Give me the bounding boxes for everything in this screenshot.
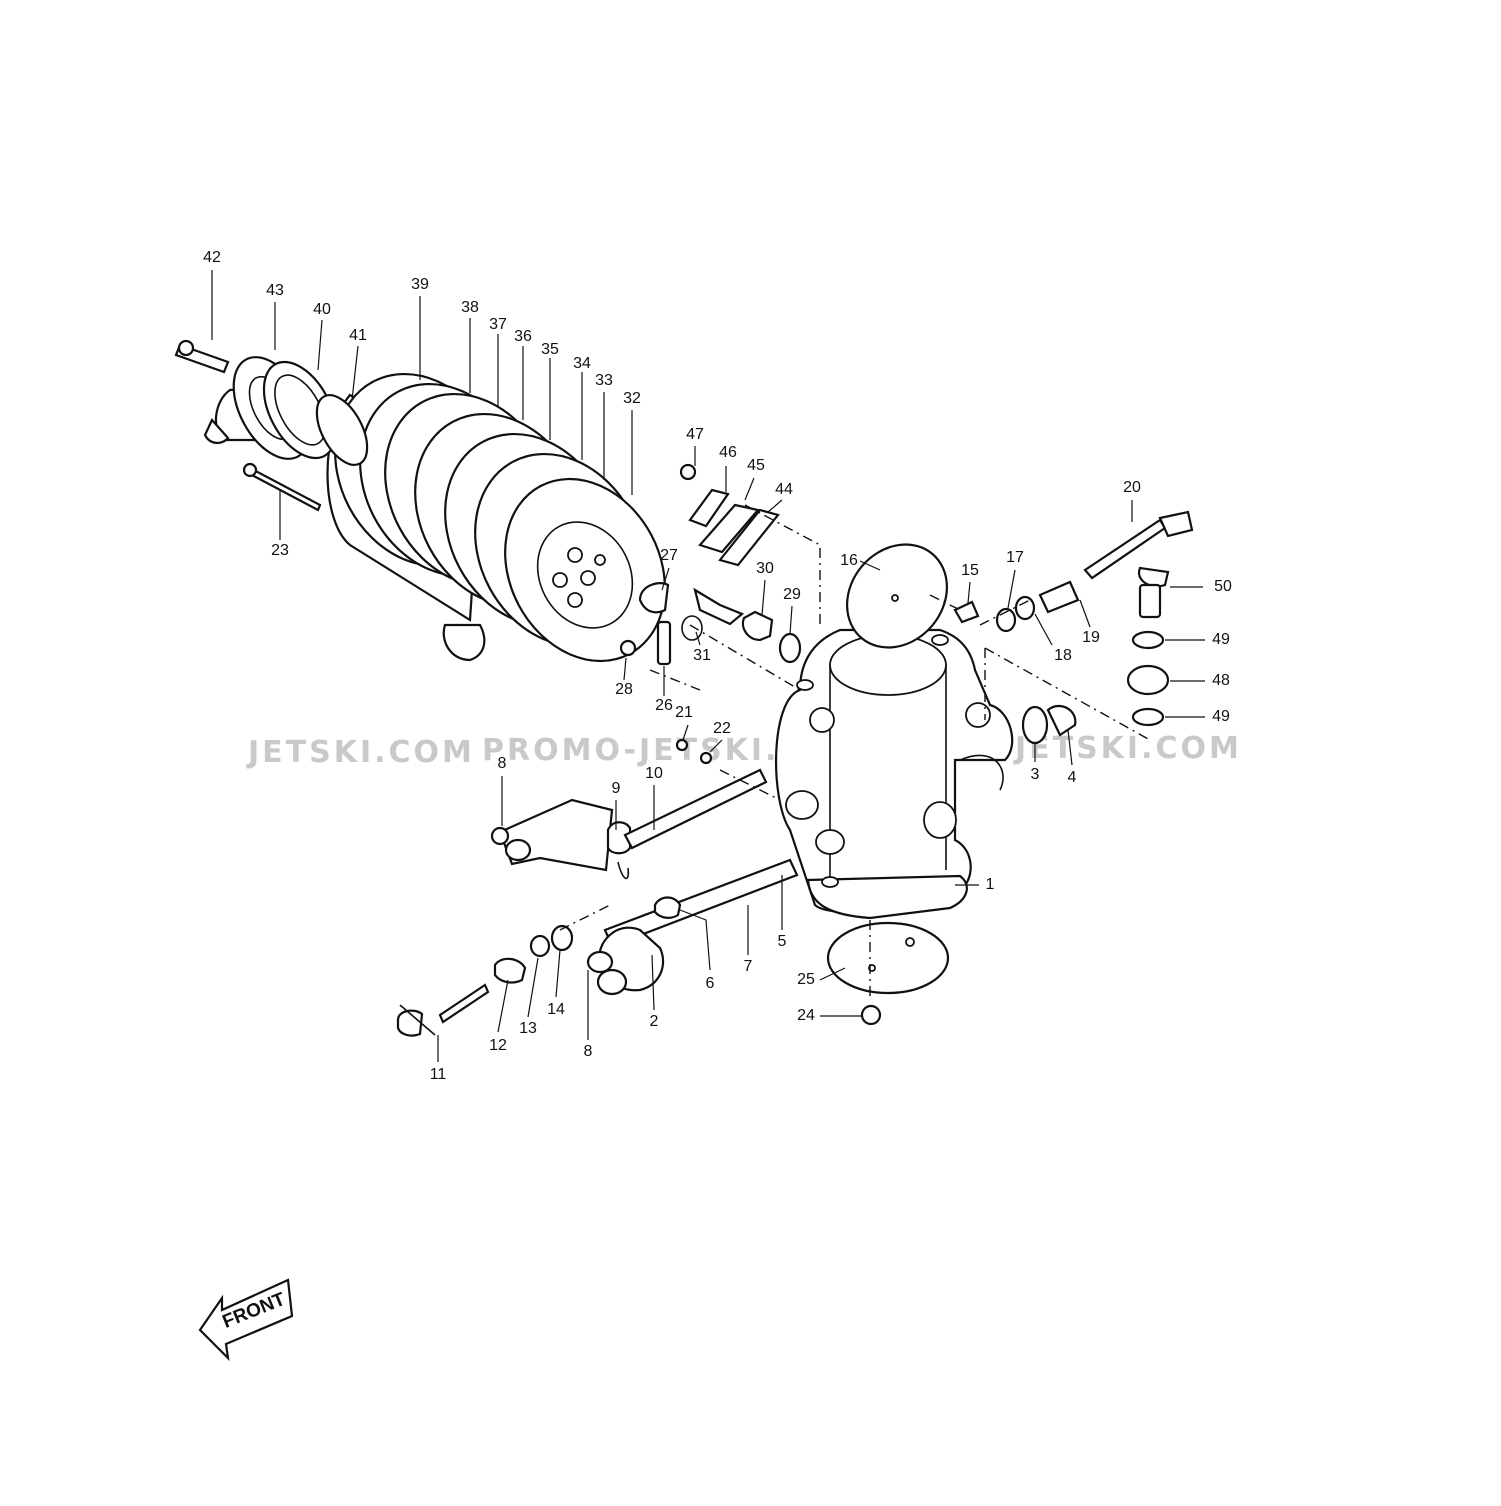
watermark-layer: JETSKI.COM PROMO-JETSKI.COM PROMO-JETSKI… [246, 731, 1239, 770]
callout-17: 17 [1006, 549, 1024, 566]
callout-2: 2 [650, 1013, 659, 1030]
center-lines [559, 504, 1151, 1000]
leader-lines [211, 270, 1205, 1062]
callout-14: 14 [547, 1001, 565, 1018]
callout-19: 19 [1082, 629, 1100, 646]
callout-42: 42 [203, 249, 221, 266]
callout-32: 32 [623, 390, 641, 407]
callout-24: 24 [797, 1007, 815, 1024]
callout-8-upper: 8 [498, 755, 507, 772]
callout-39: 39 [411, 276, 429, 293]
callout-50: 50 [1214, 578, 1232, 595]
callout-48: 48 [1212, 672, 1230, 689]
callout-1: 1 [986, 876, 995, 893]
callout-11: 11 [430, 1066, 447, 1083]
callout-37: 37 [489, 316, 507, 333]
callout-8-lower: 8 [584, 1043, 593, 1060]
callout-27: 27 [660, 547, 678, 564]
callout-47: 47 [686, 426, 704, 443]
callout-22: 22 [713, 720, 731, 737]
callout-16: 16 [840, 552, 858, 569]
callout-49-lower: 49 [1212, 708, 1230, 725]
pump-diaphragm-stack [174, 339, 666, 663]
callout-20: 20 [1123, 479, 1141, 496]
callout-38: 38 [461, 299, 479, 316]
callout-labels: 1 2 3 4 5 6 7 8 8 9 10 11 12 13 14 15 16… [203, 249, 1232, 1083]
watermark-jetski: JETSKI.COM [246, 735, 475, 770]
callout-18: 18 [1054, 647, 1072, 664]
callout-9: 9 [612, 780, 621, 797]
fittings-right [953, 510, 1194, 745]
callout-29: 29 [783, 586, 801, 603]
callout-43: 43 [266, 282, 284, 299]
callout-44: 44 [775, 481, 793, 498]
callout-34: 34 [573, 355, 591, 372]
callout-25: 25 [797, 971, 815, 988]
callout-13: 13 [519, 1020, 537, 1037]
callout-33: 33 [595, 372, 613, 389]
diaphragms [826, 543, 950, 1026]
front-arrow: FRONT [198, 1278, 294, 1362]
throttle-shafts [396, 738, 799, 1037]
callout-30: 30 [756, 560, 774, 577]
callout-5: 5 [778, 933, 787, 950]
callout-28: 28 [615, 681, 633, 698]
callout-26: 26 [655, 697, 673, 714]
callout-4: 4 [1068, 769, 1077, 786]
callout-12: 12 [489, 1037, 507, 1054]
callout-35: 35 [541, 341, 559, 358]
carburetor-body [774, 628, 1014, 920]
callout-7: 7 [744, 958, 753, 975]
callout-41: 41 [349, 327, 367, 344]
callout-49-upper: 49 [1212, 631, 1230, 648]
callout-15: 15 [961, 562, 979, 579]
callout-31: 31 [693, 647, 711, 664]
callout-23: 23 [271, 542, 289, 559]
callout-10: 10 [645, 765, 663, 782]
callout-6: 6 [706, 975, 715, 992]
callout-3: 3 [1031, 766, 1040, 783]
callout-40: 40 [313, 301, 331, 318]
callout-46: 46 [719, 444, 737, 461]
callout-36: 36 [514, 328, 532, 345]
inlet-needle-assembly [619, 463, 802, 666]
callout-45: 45 [747, 457, 765, 474]
callout-21: 21 [675, 704, 693, 721]
